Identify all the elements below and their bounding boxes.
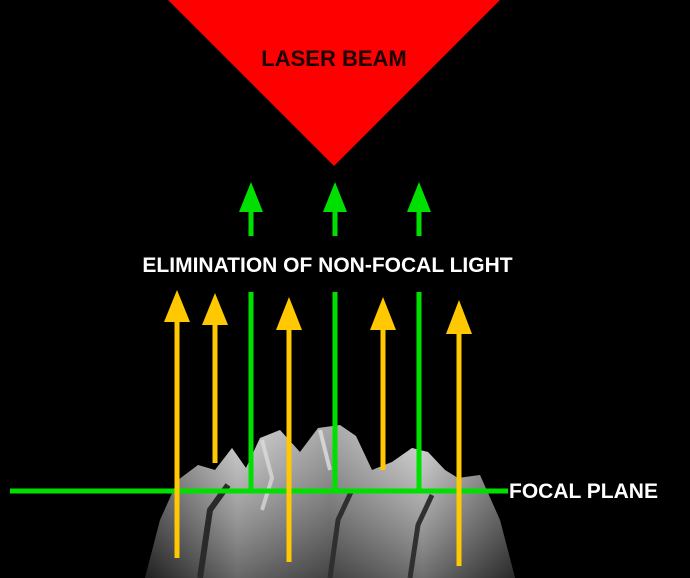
yellow-arrow-icon: [276, 297, 302, 562]
laser-beam-label: LASER BEAM: [261, 46, 407, 71]
yellow-arrow-icon: [370, 297, 396, 470]
focal-light-shafts: [248, 292, 422, 491]
green-arrow-icon: [239, 182, 263, 236]
green-arrow-icon: [323, 182, 347, 236]
laser-beam-cone: [168, 0, 500, 166]
yellow-arrow-icon: [164, 290, 190, 558]
green-arrow-icon: [407, 182, 431, 236]
focal-plane-label: FOCAL PLANE: [509, 480, 658, 503]
non-focal-light-arrows: [164, 290, 472, 566]
yellow-arrow-icon: [202, 293, 228, 463]
yellow-arrow-icon: [446, 300, 472, 566]
elimination-label: ELIMINATION OF NON-FOCAL LIGHT: [142, 254, 513, 277]
focal-light-arrows: [239, 182, 431, 236]
